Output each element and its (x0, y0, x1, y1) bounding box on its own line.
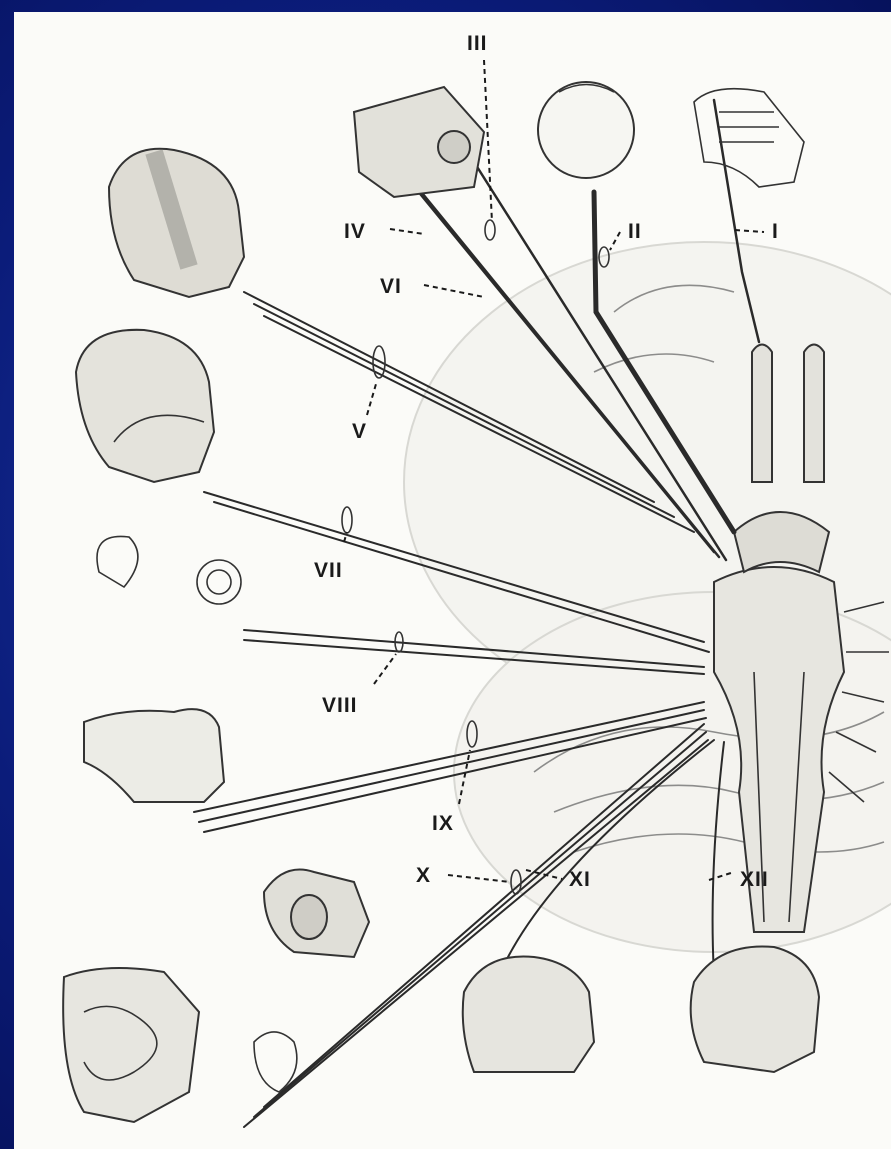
illustration-plate: I II III IV V VI VII VIII IX X XI XII (14, 12, 891, 1149)
target-nose (694, 89, 804, 187)
target-digestive (63, 968, 297, 1122)
target-head-trigeminal (109, 149, 244, 297)
target-eyeball (538, 82, 634, 178)
cranial-nerves-diagram: I II III IV V VI VII VIII IX X XI XII (14, 12, 891, 1149)
label-nerve-ix: IX (432, 812, 454, 835)
label-nerve-viii: VIII (322, 694, 358, 717)
label-nerve-xii: XII (740, 868, 769, 891)
target-heart-lungs (264, 870, 369, 958)
label-nerve-iii: III (467, 32, 488, 55)
target-tongue (691, 946, 819, 1072)
label-nerve-xi: XI (569, 868, 591, 891)
target-ear (97, 536, 241, 604)
label-nerve-vii: VII (314, 559, 343, 582)
target-neck-accessory (463, 956, 594, 1072)
label-nerve-x: X (416, 864, 431, 887)
target-orbit (354, 87, 484, 197)
target-throat (84, 709, 224, 802)
label-nerve-i: I (772, 220, 779, 243)
target-head-facial (76, 330, 214, 482)
label-nerve-ii: II (628, 220, 642, 243)
label-nerve-vi: VI (380, 275, 402, 298)
label-nerve-v: V (352, 420, 367, 443)
label-nerve-iv: IV (344, 220, 366, 243)
